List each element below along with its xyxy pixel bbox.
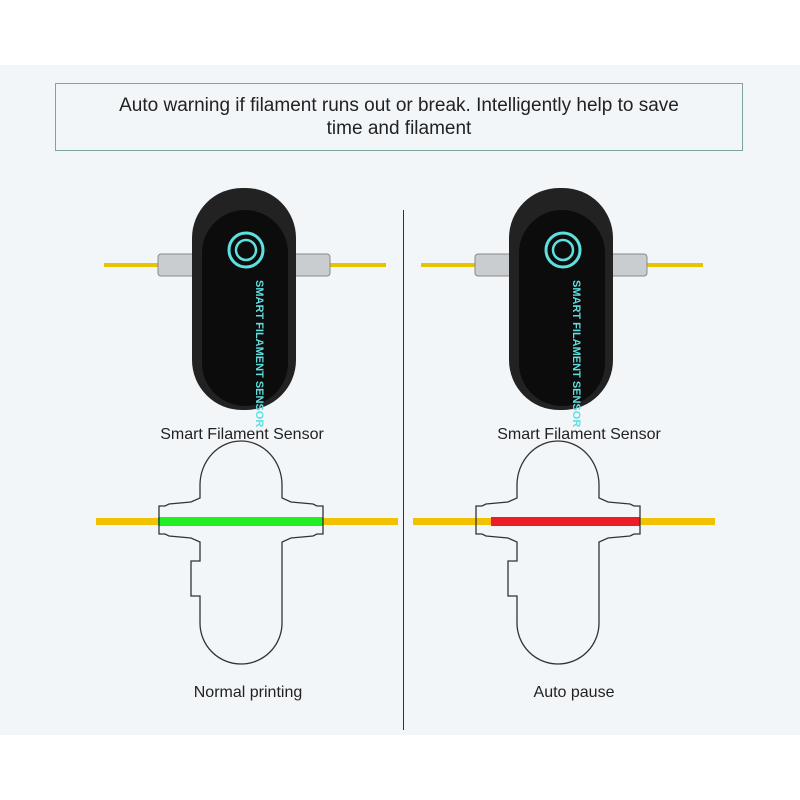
filament-detected [158,517,323,526]
pause-diagram [413,440,715,665]
device-print: SMART FILAMENT SENSOR [570,280,582,427]
right-sensor-device: SMART FILAMENT SENSOR [419,186,705,427]
background-panel [0,65,800,735]
page-title: Auto warning if filament runs out or bre… [119,95,679,139]
auto-pause-label: Auto pause [533,684,615,701]
left-device-label: Smart Filament Sensor [160,426,324,443]
normal-printing-label: Normal printing [193,684,303,701]
divider [403,210,404,730]
right-device-label: Smart Filament Sensor [497,426,661,443]
device-print: SMART FILAMENT SENSOR [253,280,265,427]
title-box: Auto warning if filament runs out or bre… [55,83,743,151]
left-sensor-device: SMART FILAMENT SENSOR [102,186,388,427]
normal-diagram [96,440,398,665]
filament-broken-right [537,517,640,526]
